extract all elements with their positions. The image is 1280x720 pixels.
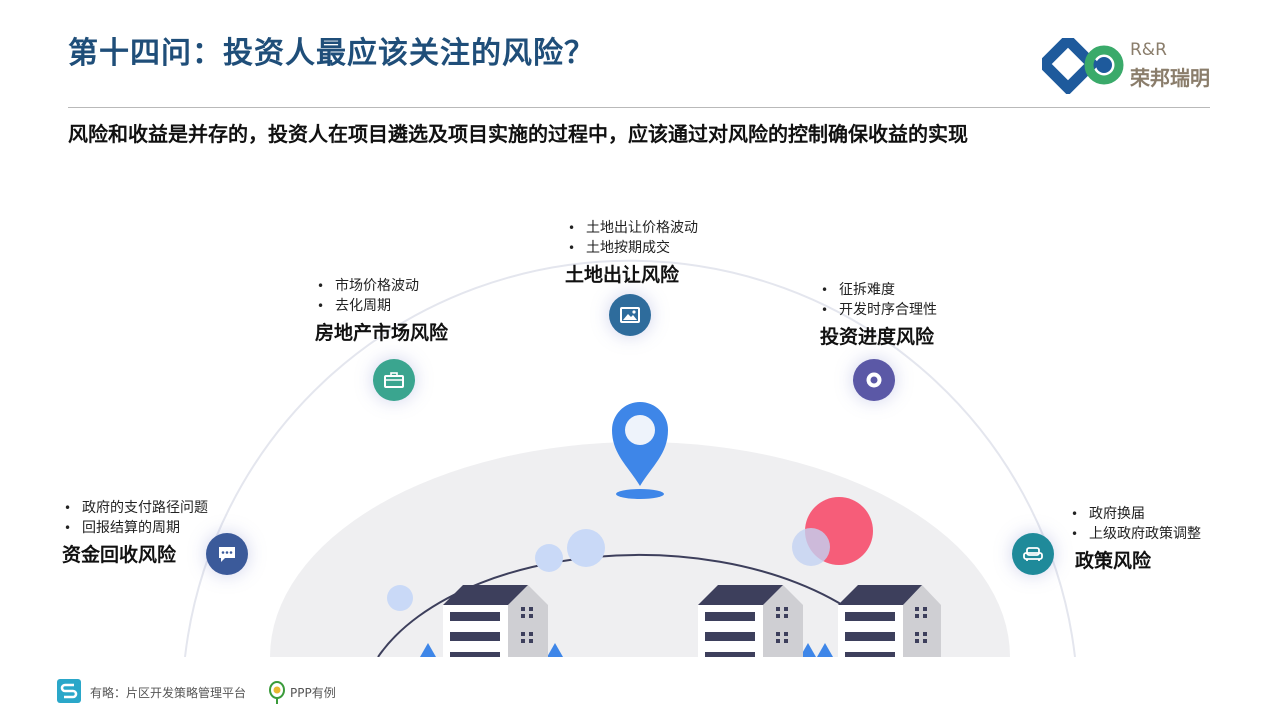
- location-pin-icon: [612, 402, 668, 499]
- risk-name: 资金回收风险: [62, 544, 177, 566]
- risk-land-transfer: 土地出让价格波动 土地按期成交 土地出让风险: [565, 218, 698, 287]
- risk-name: 房地产市场风险: [315, 322, 449, 344]
- logo-mark-icon: [1036, 32, 1124, 96]
- bubble: [792, 528, 830, 566]
- briefcase-icon: [373, 359, 415, 401]
- building: [698, 585, 803, 657]
- platform-logo-icon: [57, 679, 81, 703]
- city-illustration: [184, 259, 1076, 657]
- slide-subtitle: 风险和收益是并存的，投资人在项目遴选及项目实施的过程中，应该通过对风险的控制确保…: [68, 122, 968, 146]
- risk-investment-progress: 征拆难度 开发时序合理性 投资进度风险: [820, 280, 937, 349]
- risk-point: 征拆难度: [821, 280, 937, 300]
- risk-real-estate-market: 市场价格波动 去化周期 房地产市场风险: [315, 276, 449, 345]
- camera-icon: [853, 359, 895, 401]
- bubble: [535, 544, 563, 572]
- risk-name: 政策风险: [1075, 550, 1152, 572]
- chat-icon: [206, 533, 248, 575]
- risk-capital-recovery: 政府的支付路径问题 回报结算的周期 资金回收风险: [62, 498, 208, 567]
- logo-en-text: R&R: [1130, 40, 1167, 60]
- risk-point: 去化周期: [317, 296, 448, 316]
- ppp-leaf-icon: [269, 681, 285, 704]
- footer: 有略：片区开发策略管理平台 PPP有例: [56, 678, 656, 706]
- risk-point: 政府换届: [1071, 504, 1201, 524]
- slide-title: 第十四问：投资人最应该关注的风险？: [68, 36, 595, 71]
- risk-point: 开发时序合理性: [821, 300, 937, 320]
- logo-cn-text: 荣邦瑞明: [1130, 66, 1210, 90]
- risk-point: 土地出让价格波动: [568, 218, 698, 238]
- building: [838, 585, 941, 657]
- risk-point: 市场价格波动: [317, 276, 448, 296]
- risk-name: 土地出让风险: [565, 264, 680, 286]
- company-logo: R&R 荣邦瑞明: [1036, 32, 1212, 96]
- risk-point: 土地按期成交: [568, 238, 698, 258]
- risk-point: 回报结算的周期: [64, 518, 208, 538]
- building: [443, 585, 548, 657]
- risk-policy: 政府换届 上级政府政策调整 政策风险: [1071, 504, 1201, 573]
- bubble: [387, 585, 413, 611]
- risk-point: 上级政府政策调整: [1071, 524, 1201, 544]
- sofa-icon: [1012, 533, 1054, 575]
- risk-point: 政府的支付路径问题: [64, 498, 208, 518]
- risk-name: 投资进度风险: [820, 326, 935, 348]
- title-divider: [68, 107, 1210, 108]
- footer-ppp-text: PPP有例: [290, 686, 336, 700]
- image-icon: [609, 294, 651, 336]
- footer-platform-text: 有略：片区开发策略管理平台: [90, 686, 247, 700]
- bubble: [567, 529, 605, 567]
- outer-arc: [184, 259, 1076, 657]
